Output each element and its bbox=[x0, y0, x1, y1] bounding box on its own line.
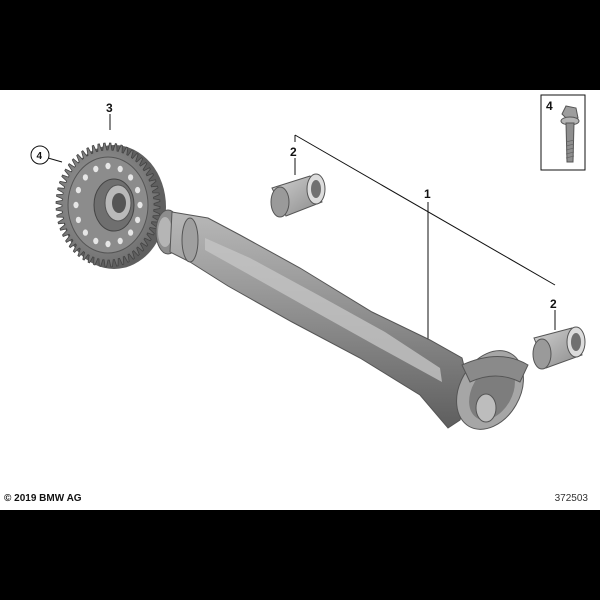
gear-hole bbox=[93, 237, 99, 245]
gear-hole bbox=[135, 186, 141, 194]
copyright-text: © 2019 BMW AG bbox=[4, 493, 82, 504]
callout-1: 1 bbox=[424, 187, 431, 201]
parts-diagram: 1 2 2 3 4 4 bbox=[30, 94, 586, 430]
callout-2-top: 2 bbox=[290, 145, 297, 159]
gear-hole bbox=[82, 229, 88, 236]
leader-lines bbox=[47, 114, 556, 345]
shaft-rib-highlight bbox=[205, 238, 442, 382]
shaft-left-end-face bbox=[158, 217, 172, 247]
needle-bearing-bottom bbox=[532, 326, 586, 370]
shaft-collar bbox=[181, 217, 199, 263]
bolt-inset bbox=[540, 94, 586, 171]
shaft-right-counterweight bbox=[461, 356, 529, 383]
callout-3: 3 bbox=[106, 101, 113, 115]
leader-line-4-part bbox=[47, 157, 63, 163]
gear-hole bbox=[128, 229, 134, 236]
diagram-frame: 1 2 2 3 4 4 © 2019 BMW AG 372503 bbox=[0, 90, 600, 510]
bearing-bottom-bore bbox=[571, 333, 581, 351]
bearing-bottom-front bbox=[532, 338, 552, 370]
leader-line-1 bbox=[294, 134, 556, 286]
callout-4-circled: 4 bbox=[30, 145, 50, 165]
bolt-threads bbox=[565, 139, 575, 159]
shaft-right-hub bbox=[475, 393, 497, 423]
diagram-number: 372503 bbox=[554, 493, 588, 504]
gear-hole bbox=[117, 237, 123, 245]
gear-hole bbox=[137, 201, 143, 209]
gear-hole bbox=[105, 240, 111, 248]
gear-hole bbox=[135, 216, 141, 224]
gear-hole bbox=[105, 162, 111, 170]
gear-hole bbox=[82, 174, 88, 181]
bearing-top-front bbox=[270, 186, 290, 218]
bolt-inset-box bbox=[540, 94, 586, 171]
gear-hole bbox=[73, 201, 79, 209]
callout-4-circle-label: 4 bbox=[37, 151, 43, 162]
callout-4-circle bbox=[30, 145, 50, 165]
gear-part bbox=[55, 142, 166, 269]
gear-hole bbox=[75, 186, 81, 194]
bearing-top-bore bbox=[311, 180, 321, 198]
needle-bearing-top bbox=[270, 173, 326, 218]
gear-hole bbox=[75, 216, 81, 224]
callout-4-inset: 4 bbox=[546, 99, 553, 113]
shaft-part bbox=[155, 209, 529, 430]
callout-2-bottom: 2 bbox=[550, 297, 557, 311]
gear-hole bbox=[128, 174, 134, 181]
gear-bore bbox=[112, 193, 126, 213]
gear-hole bbox=[93, 165, 99, 173]
gear-hole bbox=[117, 165, 123, 173]
